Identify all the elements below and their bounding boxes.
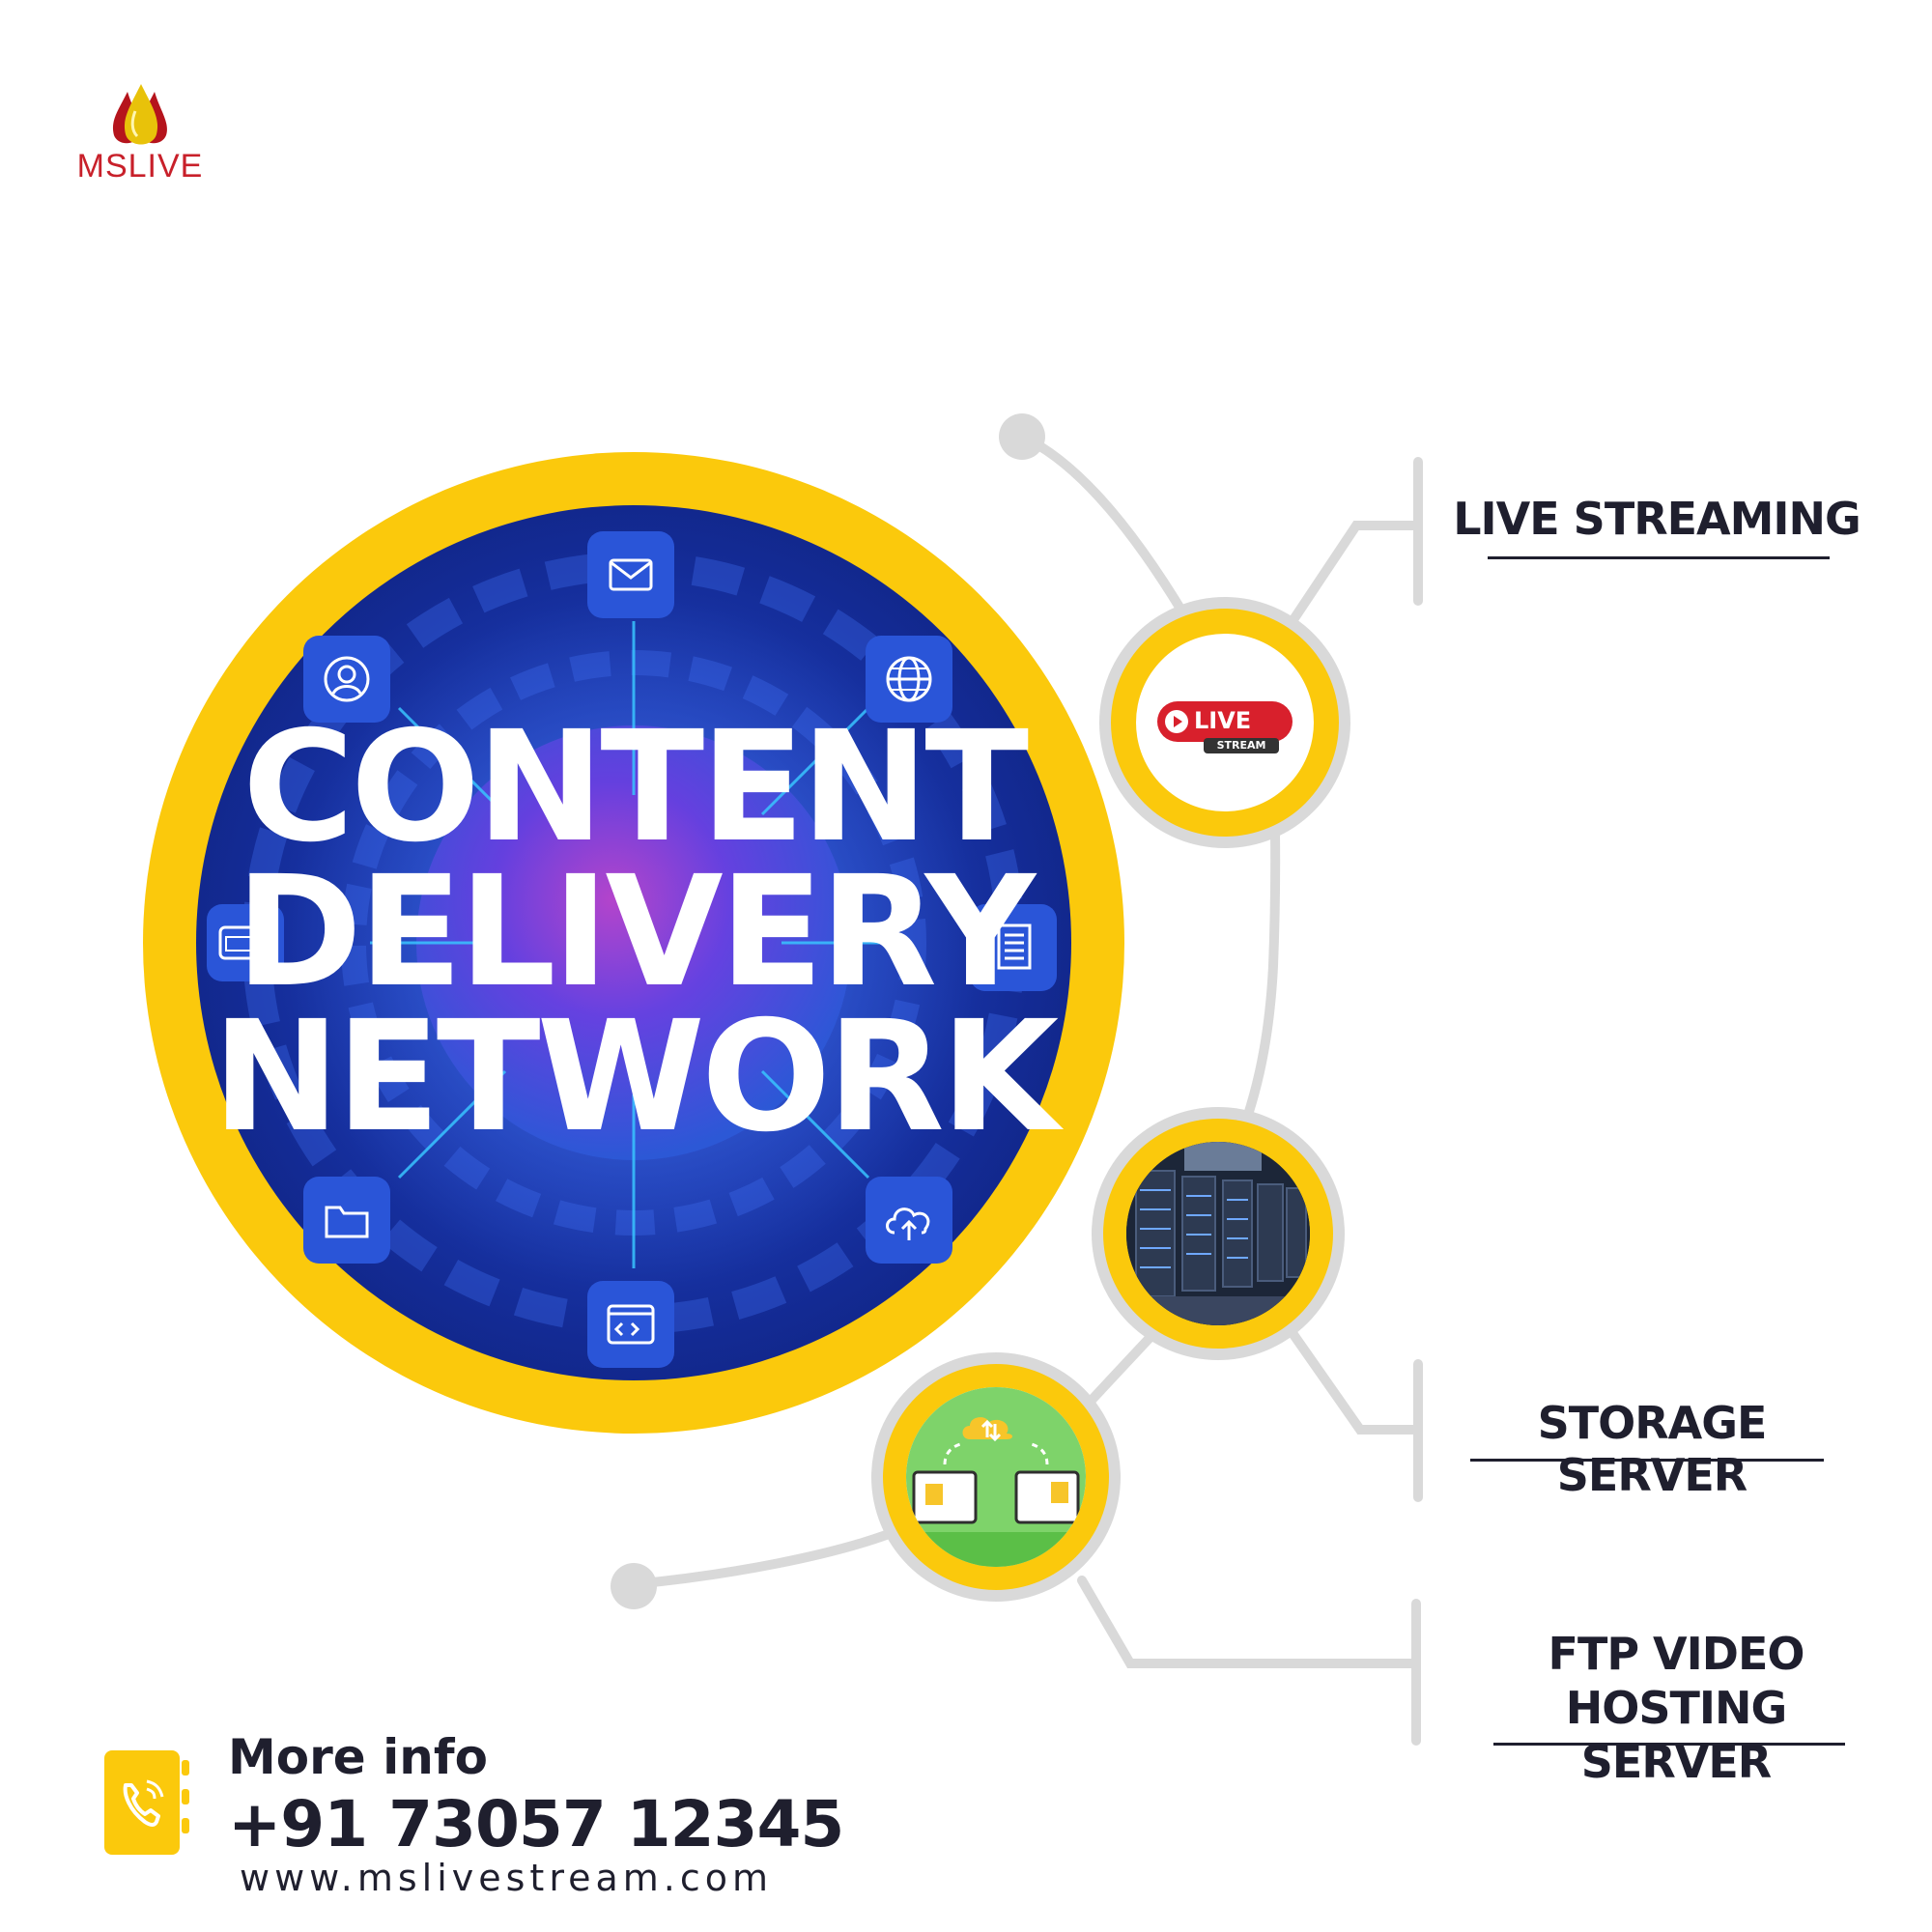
flame-drops-icon: [112, 84, 167, 145]
brand-logo: MSLIVE: [58, 82, 222, 188]
folder-icon: [303, 1177, 390, 1264]
server-rack-image: [1126, 1142, 1310, 1325]
headline-line-2: DELIVERY: [235, 843, 1036, 1021]
envelope-icon: [587, 531, 674, 618]
feature-underline: [1493, 1743, 1845, 1746]
document-icon: [970, 904, 1057, 991]
contact-phone[interactable]: +91 73057 12345: [228, 1787, 844, 1861]
code-icon: [587, 1281, 674, 1368]
live-stream-badge: LIVE STREAM: [1136, 634, 1314, 811]
headline-line-3: NETWORK: [212, 988, 1060, 1166]
feature-ftp-line-1: FTP VIDEO HOSTING: [1548, 1628, 1805, 1734]
live-badge-text: LIVE: [1194, 707, 1252, 734]
brand-name: MSLIVE: [76, 148, 204, 185]
play-icon: [1165, 710, 1188, 733]
feature-underline: [1488, 556, 1830, 559]
globe-icon: [866, 636, 952, 723]
feature-live-streaming: LIVE STREAMING: [1453, 493, 1861, 545]
stream-badge-text: STREAM: [1204, 738, 1279, 753]
contact-label: More info: [228, 1729, 488, 1785]
rar-icon: [207, 904, 284, 981]
feature-ftp-hosting: FTP VIDEO HOSTING SERVER: [1449, 1627, 1903, 1789]
feature-underline: [1470, 1459, 1824, 1462]
ftp-transfer-illustration: [906, 1387, 1086, 1567]
phone-book-icon: [100, 1747, 193, 1859]
hero-headline: CONTENT DELIVERY NETWORK: [196, 698, 1071, 1166]
headline-line-1: CONTENT: [242, 698, 1029, 876]
contact-website[interactable]: www.mslivestream.com: [240, 1857, 774, 1899]
user-icon: [303, 636, 390, 723]
cloud-upload-icon: [866, 1177, 952, 1264]
feature-storage-server: STORAGE SERVER: [1537, 1397, 1768, 1501]
